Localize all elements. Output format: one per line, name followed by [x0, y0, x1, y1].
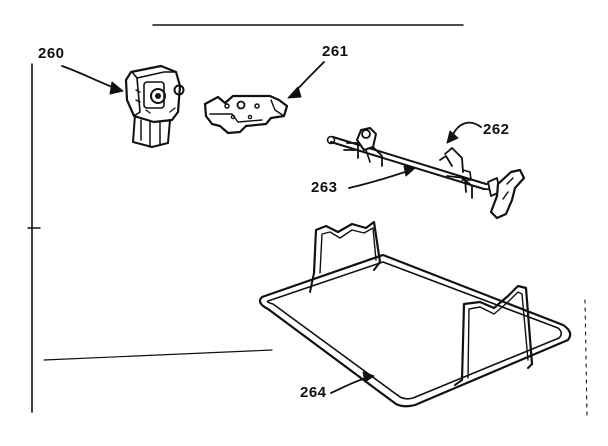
ref-label-261: 261	[322, 43, 349, 60]
leader-263	[348, 165, 416, 189]
ref-label-263: 263	[311, 179, 338, 196]
part-260-motor	[124, 64, 185, 148]
part-264-rack	[258, 220, 572, 408]
frame-lines	[27, 24, 588, 417]
leader-264	[330, 371, 375, 394]
leader-260	[61, 65, 124, 95]
ref-label-260: 260	[38, 45, 65, 62]
part-263-spit-rod	[326, 135, 503, 191]
part-261-bracket	[203, 94, 289, 135]
handle-grip	[487, 168, 526, 220]
leader-261	[287, 61, 325, 99]
part-262-forks	[343, 127, 473, 199]
ref-label-262: 262	[483, 121, 510, 138]
ref-label-264: 264	[300, 384, 327, 401]
leader-262	[446, 121, 482, 144]
